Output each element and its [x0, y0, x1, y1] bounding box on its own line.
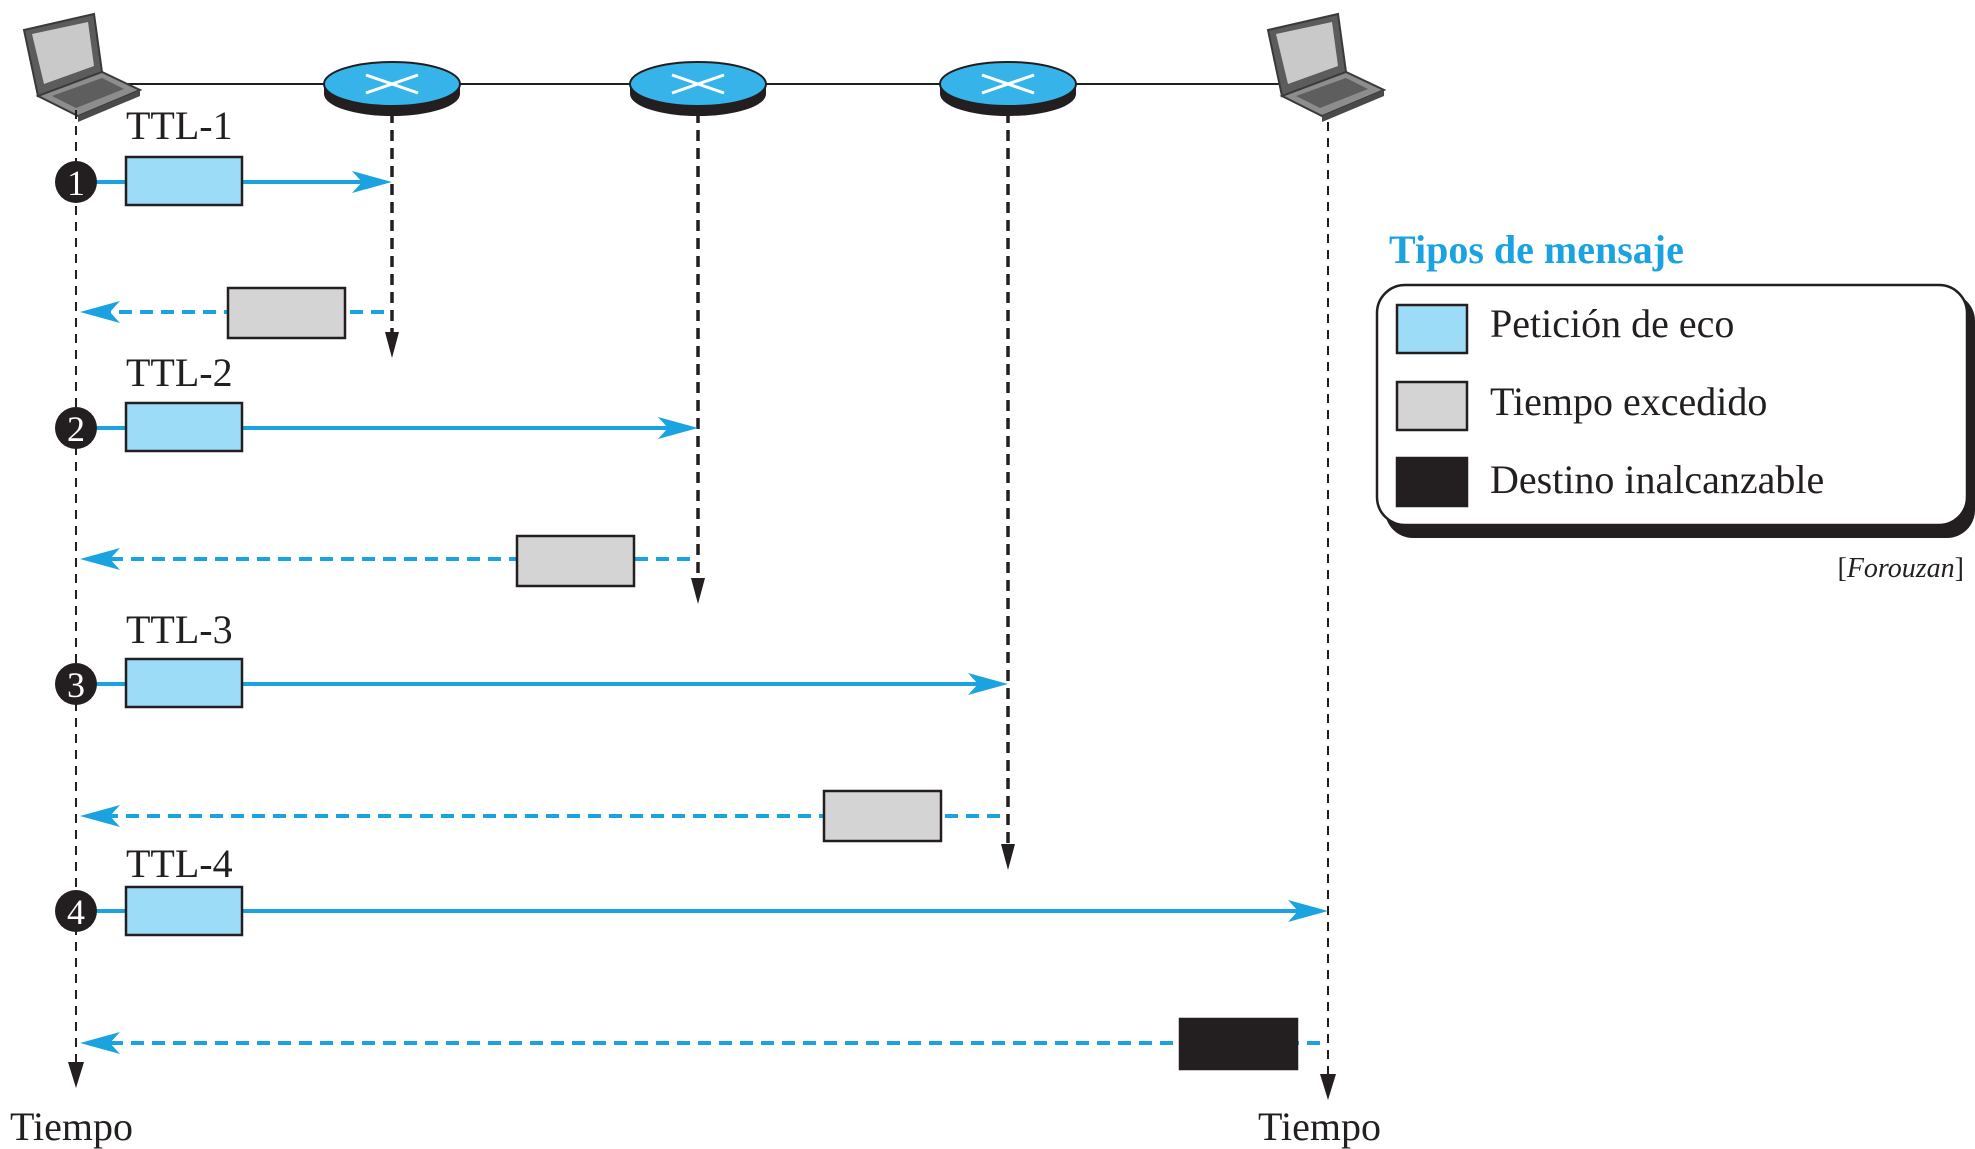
- time-exceeded-arrowhead: [80, 301, 120, 323]
- step-number-icon: [55, 663, 97, 705]
- step-number: 2: [67, 409, 85, 449]
- legend-title: Tipos de mensaje: [1389, 227, 1684, 272]
- legend-item-exceeded: Tiempo excedido: [1395, 379, 1767, 432]
- credit-close-bracket: ]: [1955, 553, 1964, 584]
- echo-request-arrowhead: [352, 171, 392, 193]
- echo-request-arrowhead: [658, 417, 698, 439]
- router-1-timeline-arrowhead: [385, 332, 399, 358]
- time-exceeded-packet: [515, 534, 636, 588]
- legend-label: Tiempo excedido: [1490, 379, 1767, 424]
- credit-author: Forouzan: [1846, 553, 1955, 584]
- legend-label: Destino inalcanzable: [1490, 457, 1824, 502]
- router-3-timeline-arrowhead: [1001, 844, 1015, 870]
- time-exceeded-packet: [226, 286, 347, 340]
- echo-request-packet: [124, 401, 244, 453]
- step-number: 4: [67, 892, 85, 932]
- step-3: TTL-3 3: [55, 607, 1008, 843]
- router-3-icon: [939, 61, 1077, 116]
- echo-request-arrowhead: [968, 673, 1008, 695]
- step-number-icon: [55, 161, 97, 203]
- step-1: TTL-1 1: [55, 103, 392, 340]
- step-2: TTL-2 2: [55, 350, 698, 588]
- time-exceeded-packet: [822, 789, 943, 843]
- ttl-label: TTL-4: [126, 841, 233, 886]
- router-2-icon: [629, 61, 767, 116]
- step-number: 3: [67, 665, 85, 705]
- time-exceeded-arrowhead: [80, 805, 120, 827]
- destination-unreachable-arrowhead: [80, 1032, 120, 1054]
- source-credit: [Forouzan]: [1837, 553, 1964, 584]
- step-4: TTL-4 4: [55, 841, 1328, 1071]
- router-1-icon: [323, 61, 461, 116]
- time-exceeded-arrowhead: [80, 548, 120, 570]
- step-number-icon: [55, 407, 97, 449]
- legend-swatch-unreachable: [1395, 456, 1469, 508]
- legend-label: Petición de eco: [1490, 301, 1734, 346]
- destination-time-label: Tiempo: [1258, 1104, 1381, 1149]
- step-number: 1: [67, 163, 85, 203]
- legend-swatch-exceeded: [1395, 380, 1469, 432]
- destination-timeline-arrowhead: [1320, 1074, 1336, 1100]
- ttl-label: TTL-1: [126, 103, 233, 148]
- ttl-label: TTL-3: [126, 607, 233, 652]
- echo-request-arrowhead: [1288, 900, 1328, 922]
- legend-item-echo: Petición de eco: [1395, 301, 1734, 355]
- ttl-label: TTL-2: [126, 350, 233, 395]
- echo-request-packet: [124, 657, 244, 709]
- source-timeline-arrowhead: [68, 1062, 84, 1088]
- source-time-label: Tiempo: [10, 1104, 133, 1149]
- source-laptop-icon: [22, 12, 143, 122]
- legend-item-unreachable: Destino inalcanzable: [1395, 456, 1824, 508]
- router-2-timeline-arrowhead: [691, 578, 705, 604]
- legend-swatch-echo: [1395, 303, 1469, 355]
- echo-request-packet: [124, 885, 244, 937]
- destination-laptop-icon: [1266, 12, 1387, 122]
- step-number-icon: [55, 890, 97, 932]
- legend: Tipos de mensaje Petición de eco Tiempo …: [1375, 227, 1975, 538]
- echo-request-packet: [124, 155, 244, 207]
- legend-box: [1375, 283, 1969, 527]
- destination-unreachable-packet: [1178, 1017, 1299, 1071]
- credit-open-bracket: [: [1837, 553, 1846, 584]
